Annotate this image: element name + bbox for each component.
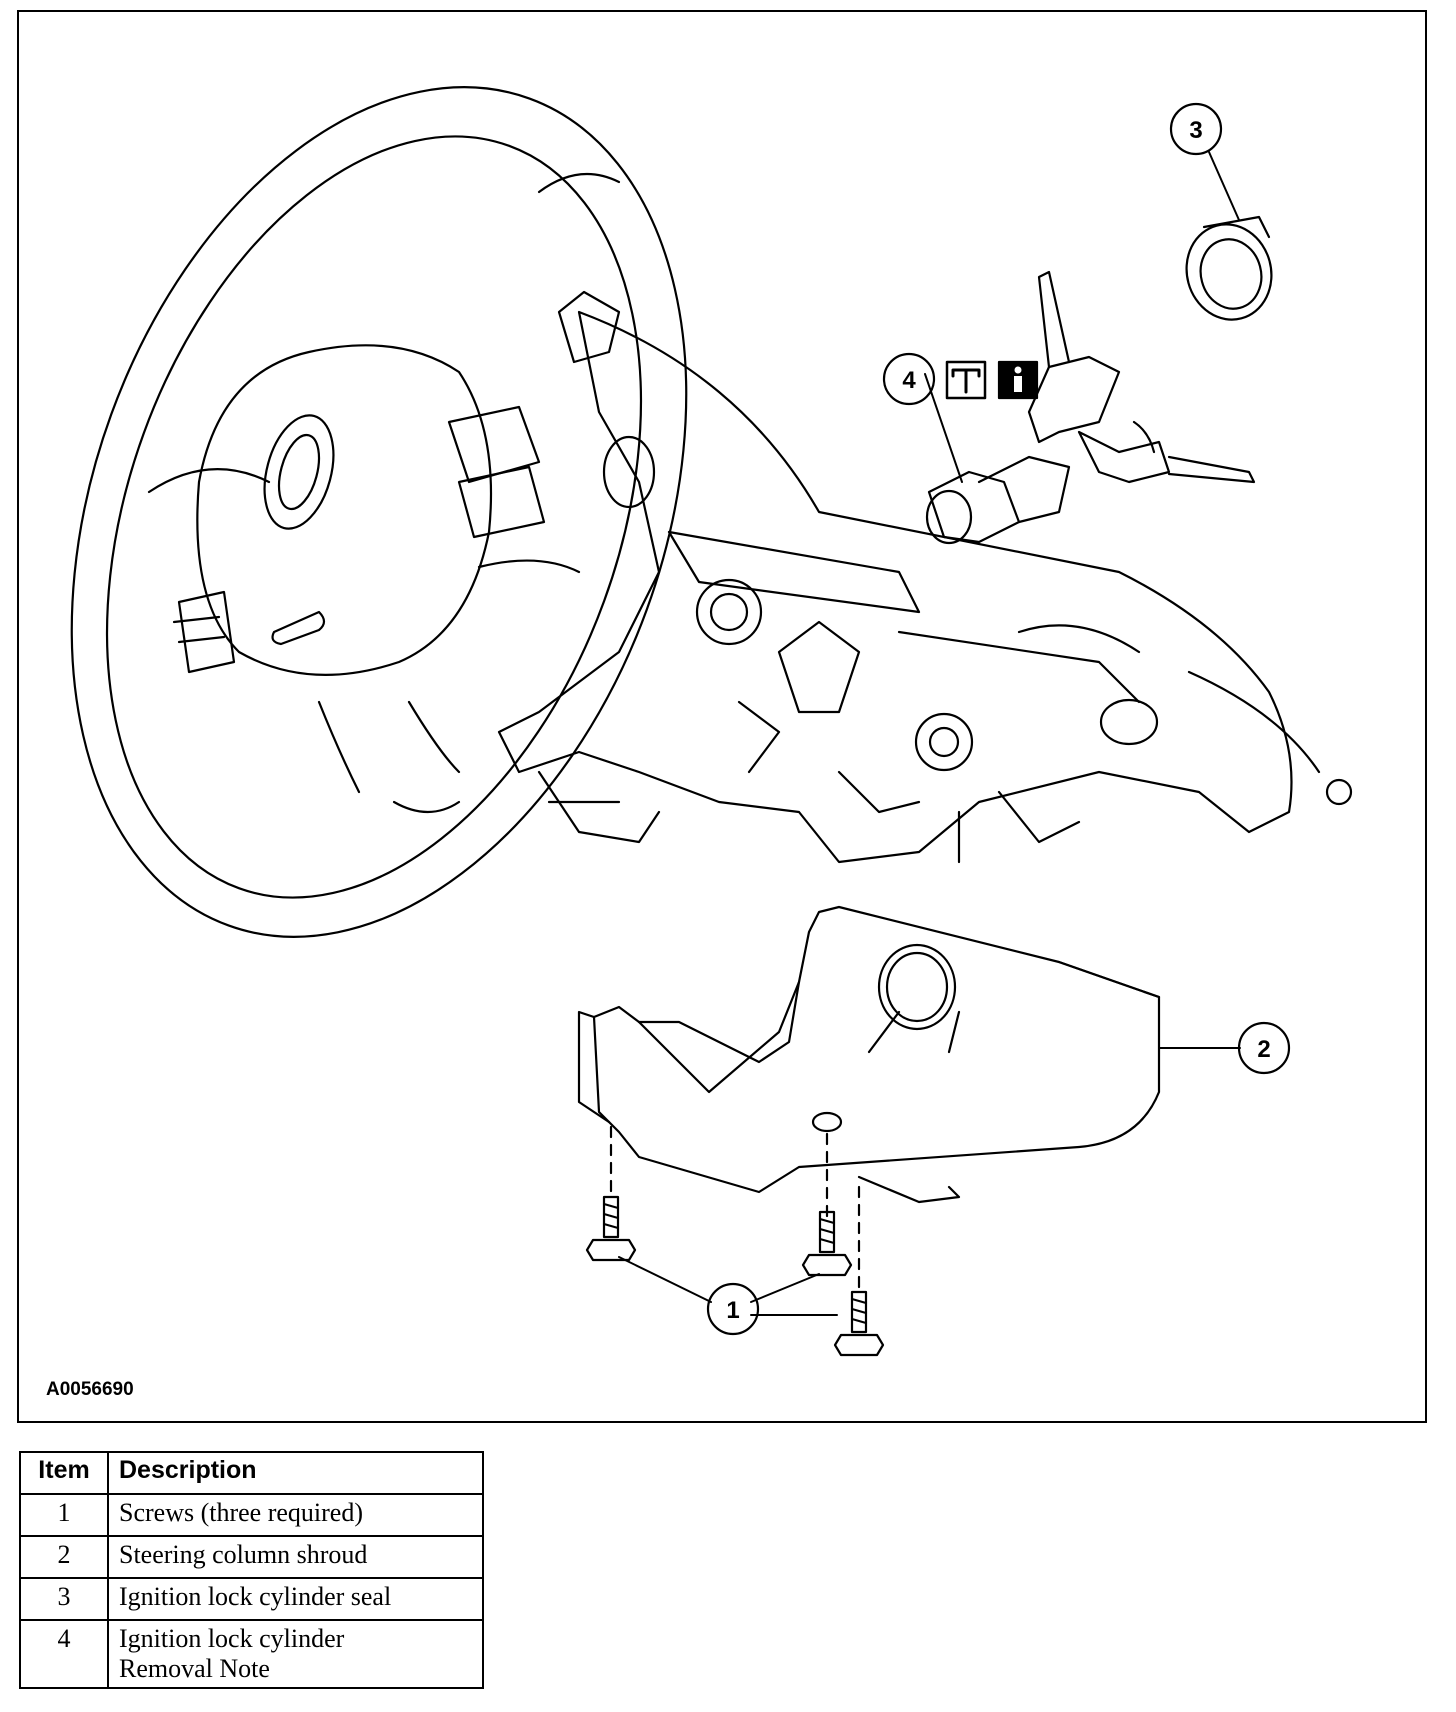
- table-row: 1 Screws (three required): [19, 1493, 484, 1537]
- callout-2-label: 2: [1257, 1036, 1270, 1063]
- item-number: 3: [19, 1577, 109, 1621]
- steering-column-shroud: [577, 905, 1161, 1204]
- item-number: 1: [19, 1493, 109, 1537]
- screw-c: [833, 1290, 885, 1357]
- screws: [585, 1125, 885, 1357]
- item-description-line: Ignition lock cylinder: [119, 1624, 345, 1653]
- callout-4-label: 4: [902, 367, 916, 394]
- table-header-row: Item Description: [19, 1451, 484, 1495]
- information-icon: [997, 360, 1039, 400]
- ignition-lock-cylinder-seal: [1185, 215, 1273, 321]
- item-description: Steering column shroud: [107, 1535, 484, 1579]
- callout-3-label: 3: [1189, 117, 1202, 144]
- removal-note-link[interactable]: Removal Note: [119, 1654, 270, 1683]
- special-tool-icon: [945, 360, 987, 400]
- screw-a: [585, 1195, 637, 1262]
- exploded-view-drawing: 3 4 2 1: [70, 86, 1353, 1357]
- parts-table: Item Description 1 Screws (three require…: [19, 1451, 484, 1689]
- table-row: 3 Ignition lock cylinder seal: [19, 1577, 484, 1621]
- callout-2: 2: [1237, 1021, 1291, 1075]
- item-description: Screws (three required): [107, 1493, 484, 1537]
- callout-4: 4: [882, 352, 936, 406]
- table-row: 2 Steering column shroud: [19, 1535, 484, 1579]
- callout-3: 3: [1169, 102, 1223, 156]
- ignition-lock-cylinder: [925, 270, 1256, 545]
- steering-wheel: [70, 86, 688, 938]
- item-description: Ignition lock cylinder Removal Note: [107, 1619, 484, 1689]
- item-number: 2: [19, 1535, 109, 1579]
- leader-lines: [618, 151, 1241, 1316]
- steering-column: [497, 310, 1353, 864]
- item-number: 4: [19, 1619, 109, 1689]
- diagram-frame: 3 4 2 1 A0056690: [17, 10, 1427, 1423]
- callout-1: 1: [706, 1282, 760, 1336]
- table-row: 4 Ignition lock cylinder Removal Note: [19, 1619, 484, 1689]
- screw-b: [801, 1210, 853, 1277]
- header-item: Item: [19, 1451, 109, 1495]
- callout-1-label: 1: [726, 1297, 739, 1324]
- item-description: Ignition lock cylinder seal: [107, 1577, 484, 1621]
- header-description: Description: [107, 1451, 484, 1495]
- figure-id: A0056690: [46, 1379, 134, 1400]
